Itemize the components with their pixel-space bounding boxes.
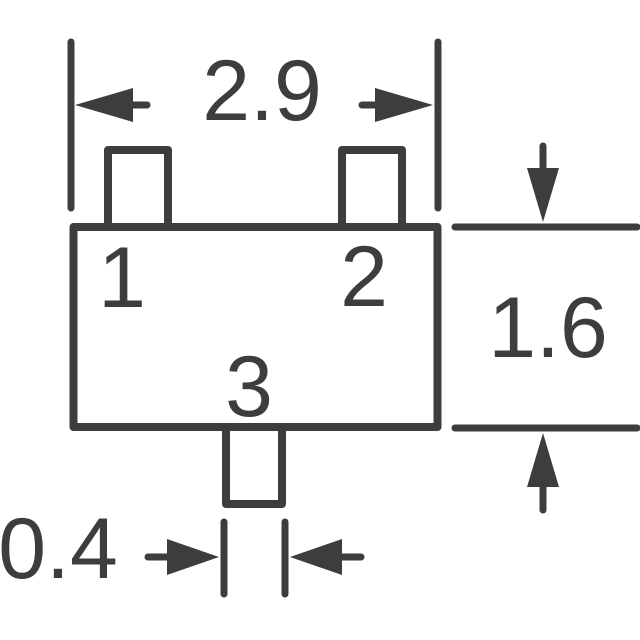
dim-right-value: 1.6 [488,280,608,376]
dim-bottom-arrowhead-left-icon [290,539,342,575]
dim-bottom-value: 0.4 [0,501,118,597]
arrowhead-layer [75,88,559,575]
dim-top-arrowhead-right-icon [375,88,433,122]
package-body [69,223,442,431]
dim-right-arrowhead-down-icon [527,168,559,222]
dim-top-value: 2.9 [202,43,322,139]
pin2-lead [338,146,406,231]
dim-bottom-arrowhead-right-icon [167,539,219,575]
pin1-lead [104,146,172,231]
stroke-layer [67,38,640,598]
pin2-label: 2 [340,229,388,325]
pin1-label: 1 [98,230,146,326]
dim-top-arrowhead-left-icon [75,88,133,122]
pin3-lead [222,423,286,508]
dim-right-arrowhead-up-icon [527,433,559,487]
text-layer: 2.9 1.6 0.4 1 2 3 [0,43,608,597]
pin3-label: 3 [225,339,273,435]
